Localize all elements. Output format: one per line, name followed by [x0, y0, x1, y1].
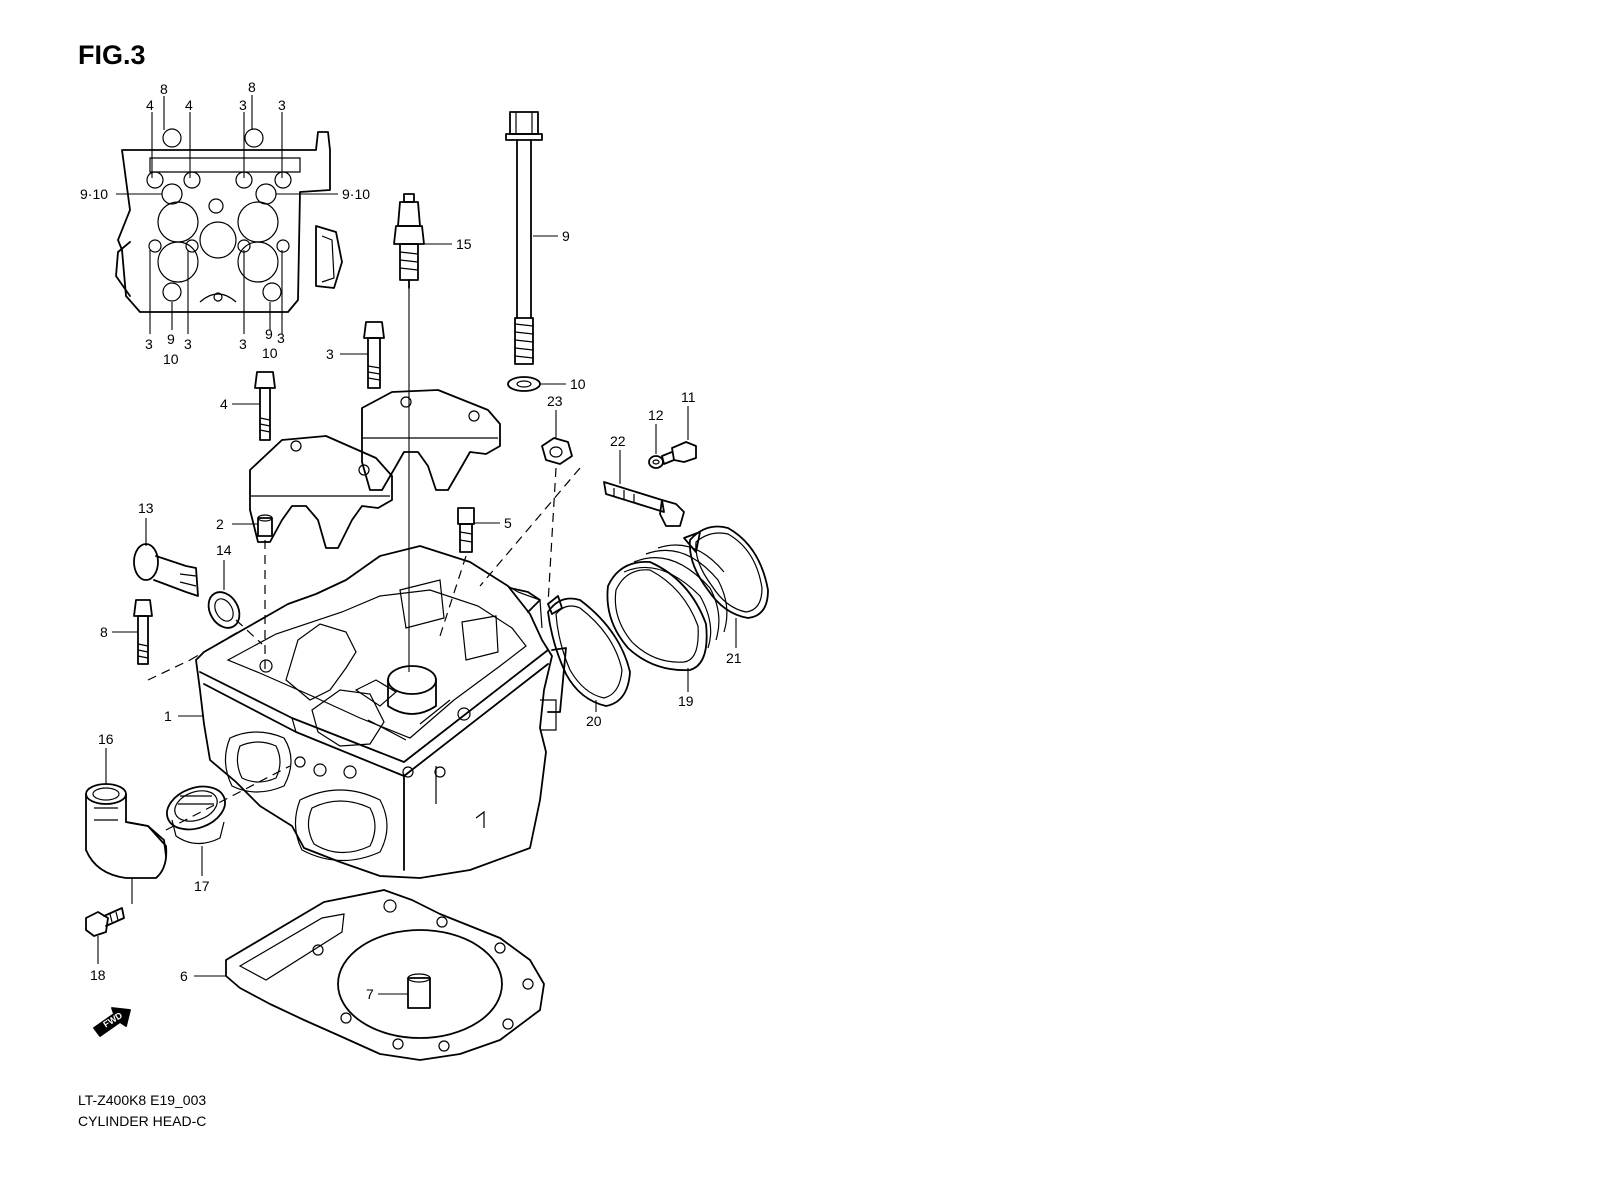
callout-label: 7 [366, 986, 374, 1002]
callout-label: 1 [164, 708, 172, 724]
callout-label: 14 [216, 542, 232, 558]
camshaft-holder-right [361, 389, 501, 491]
callout-label: 13 [138, 500, 154, 516]
callout-label: 12 [648, 407, 664, 423]
clamp-20 [479, 467, 581, 605]
head-top-view [115, 95, 343, 334]
clamp-21 [683, 525, 769, 648]
bolt-22 [603, 450, 685, 527]
callout-label: 3 [145, 336, 153, 352]
bolt-13 [133, 518, 199, 597]
figure-title: FIG.3 [78, 40, 146, 70]
callout-label: 18 [90, 967, 106, 983]
oil-seal-14 [207, 560, 263, 645]
callout-label: 5 [504, 515, 512, 531]
washer-12 [648, 424, 664, 469]
water-outlet-16 [85, 748, 168, 904]
callout-label: 8 [100, 624, 108, 640]
callout-label: 15 [456, 236, 472, 252]
callout-label: 3 [278, 97, 286, 113]
head-gasket-6 [194, 889, 545, 1061]
callout-label: 4 [185, 97, 193, 113]
plug-5 [439, 507, 500, 637]
fwd-direction-arrow: FWD [93, 1007, 131, 1037]
callout-label: 4 [220, 396, 228, 412]
section-name: CYLINDER HEAD-C [78, 1113, 207, 1129]
callout-label: 9 [167, 331, 175, 347]
callout-label: 8 [160, 81, 168, 97]
callout-label: 3 [184, 336, 192, 352]
intake-pipe [509, 587, 631, 713]
callout-label: 9·10 [342, 186, 370, 202]
intake-boot-19 [606, 544, 728, 692]
dowel-pin-2 [232, 514, 273, 670]
callout-label: 3 [326, 346, 334, 362]
callout-label: 2 [216, 516, 224, 532]
callout-label: 10 [163, 351, 179, 367]
bolt-3 [340, 321, 385, 389]
callout-label: 17 [194, 878, 210, 894]
bolt-4 [232, 371, 276, 441]
callout-label: 22 [610, 433, 626, 449]
callout-label: 3 [277, 330, 285, 346]
callout-label: 9·10 [80, 186, 108, 202]
callout-label: 9 [265, 326, 273, 342]
callout-label: 16 [98, 731, 114, 747]
callout-label: 19 [678, 693, 694, 709]
bolt-18 [85, 907, 125, 964]
camshaft-holder-left [249, 435, 393, 549]
callout-label: 8 [248, 79, 256, 95]
callout-label: 3 [239, 336, 247, 352]
bolt-8 [112, 599, 239, 681]
callout-label: 9 [562, 228, 570, 244]
top-view-callouts: 8 8 4 4 3 3 9·10 9·10 3 9 10 3 3 9 10 3 [80, 79, 370, 367]
nut-23 [541, 410, 573, 465]
callout-label: 20 [586, 713, 602, 729]
callout-label: 21 [726, 650, 742, 666]
callout-label: 23 [547, 393, 563, 409]
callout-label: 11 [681, 389, 696, 405]
spark-plug [393, 193, 452, 672]
dowel-pin-7 [378, 973, 431, 1009]
bolt-11 [661, 406, 697, 465]
callout-label: 6 [180, 968, 188, 984]
stud-bolt [505, 111, 566, 392]
callout-label: 3 [239, 97, 247, 113]
thermostat-17 [165, 765, 291, 876]
main-callouts: 9 15 3 10 4 11 12 23 22 5 2 13 14 8 20 1… [90, 228, 742, 1002]
diagram-footer: LT-Z400K8 E19_003 CYLINDER HEAD-C [78, 1090, 206, 1132]
callout-label: 10 [570, 376, 586, 392]
cylinder-head [178, 545, 557, 879]
model-code: LT-Z400K8 E19_003 [78, 1092, 207, 1108]
callout-label: 10 [262, 345, 278, 361]
callout-label: 4 [146, 97, 154, 113]
